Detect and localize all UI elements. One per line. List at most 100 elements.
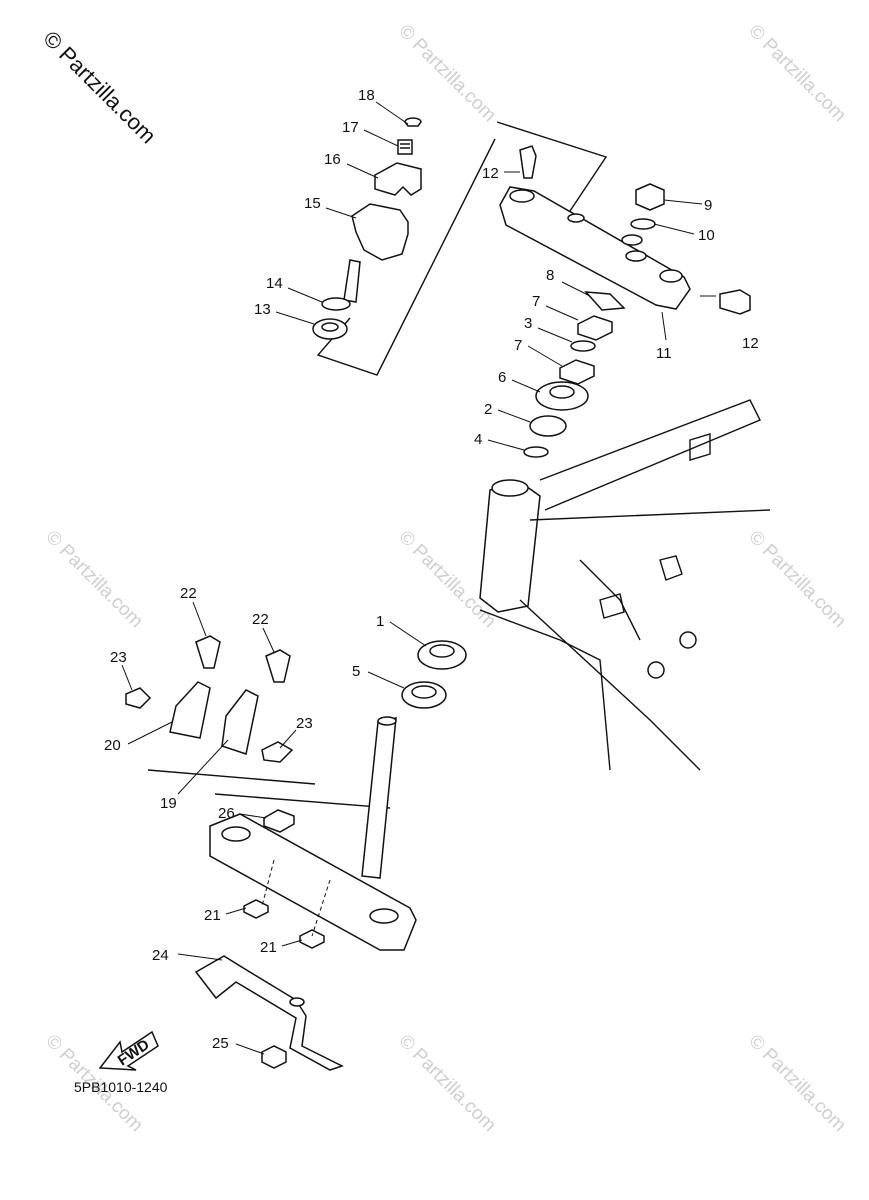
part-9-nut bbox=[635, 183, 665, 211]
upper-bracket-group bbox=[499, 145, 751, 315]
leader-14 bbox=[287, 287, 323, 303]
leader-21a bbox=[225, 907, 247, 915]
part-19-bracket bbox=[221, 689, 259, 755]
bracket-hole-b bbox=[625, 250, 647, 262]
part-16-upper-holder bbox=[374, 162, 422, 196]
bracket-hole-a bbox=[621, 234, 643, 246]
callout-12-top: 12 bbox=[482, 165, 499, 182]
callout-1: 1 bbox=[376, 613, 384, 630]
callout-25: 25 bbox=[212, 1035, 229, 1052]
callout-18: 18 bbox=[358, 87, 375, 104]
part-26-cap bbox=[263, 809, 295, 833]
part-2-bearing bbox=[529, 415, 567, 437]
part-23-clip-left bbox=[125, 687, 152, 709]
fwd-arrow: FWD bbox=[98, 1030, 159, 1071]
callout-17: 17 bbox=[342, 119, 359, 136]
part-12-bolt-top bbox=[519, 145, 537, 179]
leader-10 bbox=[653, 223, 695, 235]
callout-23-right: 23 bbox=[296, 715, 313, 732]
leader-17 bbox=[363, 129, 399, 147]
motorcycle-frame bbox=[479, 399, 771, 771]
watermark-top-right: © Partzilla.com bbox=[744, 21, 849, 126]
part-24-hose-guide bbox=[194, 955, 344, 1071]
fastener-dash-lines bbox=[261, 859, 331, 937]
bracket-hole-center bbox=[567, 213, 585, 223]
leader-20 bbox=[127, 721, 173, 745]
callout-23-left: 23 bbox=[110, 649, 127, 666]
part-15-lower-holder bbox=[351, 203, 409, 261]
callout-16: 16 bbox=[324, 151, 341, 168]
leader-1 bbox=[389, 621, 427, 647]
leader-24 bbox=[177, 953, 223, 961]
callout-7-upper: 7 bbox=[532, 293, 540, 310]
hose-guide-hole bbox=[289, 997, 305, 1007]
bracket-guide-lines bbox=[147, 769, 391, 809]
fwd-arrow-shape bbox=[98, 1030, 159, 1071]
callout-11: 11 bbox=[656, 345, 672, 362]
watermarks: © Partzilla.com © Partzilla.com © Partzi… bbox=[38, 21, 849, 1136]
callout-5: 5 bbox=[352, 663, 360, 680]
callout-2: 2 bbox=[484, 401, 492, 418]
callout-labels: 18 17 16 15 14 13 12 9 10 8 7 3 7 11 12 … bbox=[104, 87, 759, 1052]
part-12-bolt-right bbox=[719, 289, 751, 315]
part-8-lock-washer bbox=[584, 291, 626, 311]
watermark-bottom-center: © Partzilla.com bbox=[394, 1031, 499, 1136]
leader-23b bbox=[279, 729, 297, 749]
callout-10: 10 bbox=[698, 227, 715, 244]
leader-23a bbox=[121, 664, 133, 691]
bracket-hole-left bbox=[509, 189, 535, 203]
leader-16 bbox=[346, 163, 379, 179]
leader-22b bbox=[262, 627, 275, 653]
head-pipe-top bbox=[491, 479, 529, 497]
callout-13: 13 bbox=[254, 301, 271, 318]
handlebar-holder-group bbox=[312, 117, 422, 340]
frame-down-rail bbox=[519, 509, 771, 771]
watermark-main: © Partzilla.com bbox=[38, 26, 161, 149]
callout-7-lower: 7 bbox=[514, 337, 522, 354]
leader-8 bbox=[561, 281, 591, 297]
part-18-screw bbox=[404, 117, 422, 127]
leader-22a bbox=[192, 601, 207, 637]
leader-7b bbox=[527, 345, 563, 367]
part-21-nut-right bbox=[299, 929, 325, 949]
part-4-race bbox=[523, 446, 549, 458]
part-3-washer bbox=[570, 340, 596, 352]
part-5-seal-hole bbox=[411, 685, 437, 699]
leader-9 bbox=[663, 199, 703, 205]
head-parts-stack bbox=[523, 291, 626, 458]
under-bracket-body bbox=[209, 813, 417, 951]
steering-stem bbox=[361, 717, 397, 879]
part-21-nut-left bbox=[243, 899, 269, 919]
callout-21-left: 21 bbox=[204, 907, 221, 924]
watermark-bottom-right: © Partzilla.com bbox=[744, 1031, 849, 1136]
leader-26 bbox=[239, 813, 267, 819]
part-22-bolt-left bbox=[195, 635, 221, 669]
leader-15 bbox=[325, 207, 357, 219]
part-7-ring-nut-upper bbox=[577, 315, 613, 341]
callout-9: 9 bbox=[704, 197, 712, 214]
callout-21-right: 21 bbox=[260, 939, 277, 956]
callout-15: 15 bbox=[304, 195, 321, 212]
frame-brackets bbox=[599, 433, 711, 619]
frame-boss-b bbox=[647, 661, 665, 679]
watermark-top-center: © Partzilla.com bbox=[394, 21, 499, 126]
part-22-bolt-right bbox=[265, 649, 291, 683]
callout-20: 20 bbox=[104, 737, 121, 754]
part-13-damper-hole bbox=[321, 322, 339, 332]
part-14-washer bbox=[321, 297, 351, 311]
frame-boss-a bbox=[679, 631, 697, 649]
leader-4 bbox=[487, 439, 525, 451]
callout-4: 4 bbox=[474, 431, 482, 448]
callout-26: 26 bbox=[218, 805, 235, 822]
callout-3: 3 bbox=[524, 315, 532, 332]
diagram-code: 5PB1010-1240 bbox=[74, 1079, 168, 1095]
callout-6: 6 bbox=[498, 369, 506, 386]
callout-19: 19 bbox=[160, 795, 177, 812]
frame-top-rail bbox=[539, 399, 761, 511]
callout-24: 24 bbox=[152, 947, 169, 964]
watermark-mid-left: © Partzilla.com bbox=[41, 527, 146, 632]
lower-race-group bbox=[401, 640, 467, 709]
leader-13 bbox=[275, 311, 315, 325]
part-1-bearing-hole bbox=[429, 644, 455, 658]
